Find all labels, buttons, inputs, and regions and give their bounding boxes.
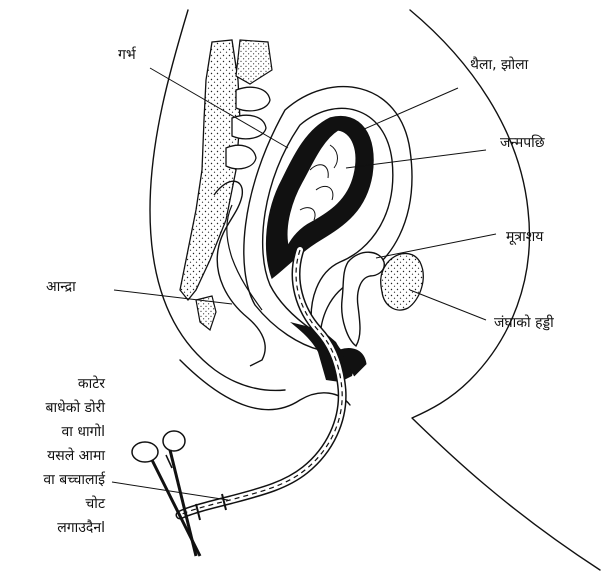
sacrum — [180, 40, 240, 300]
label-intestine: आन्द्रा — [46, 278, 76, 296]
note-line: यसले आमा — [43, 444, 105, 468]
bladder — [342, 252, 385, 346]
label-bladder: मूत्राशय — [506, 228, 543, 246]
body-outline-front — [410, 10, 600, 570]
label-sac: थैला, झोला — [470, 56, 528, 74]
scissors-icon — [132, 431, 200, 556]
leader-intestine — [114, 290, 232, 304]
note-line: काटेर — [43, 372, 105, 396]
spine-stipple — [236, 40, 272, 84]
note-line: बाधेको डोरी — [43, 396, 105, 420]
cord-note: काटेर बाधेको डोरी वा धागोl यसले आमा वा ब… — [43, 372, 105, 540]
leader-pubic-bone — [410, 290, 486, 320]
note-line: वा धागोl — [43, 420, 105, 444]
note-line: चोट — [43, 492, 105, 516]
vertebra-1 — [236, 87, 270, 111]
label-pubic-bone: जंघाको हड्डी — [494, 314, 554, 332]
vertebra-3 — [226, 145, 256, 169]
pubic-bone — [381, 253, 424, 310]
note-line: लगाउदैनl — [43, 516, 105, 540]
label-uterus: गर्भ — [118, 46, 136, 64]
label-placenta: जन्मपछि — [500, 134, 545, 152]
note-line: वा बच्चालाई — [43, 468, 105, 492]
